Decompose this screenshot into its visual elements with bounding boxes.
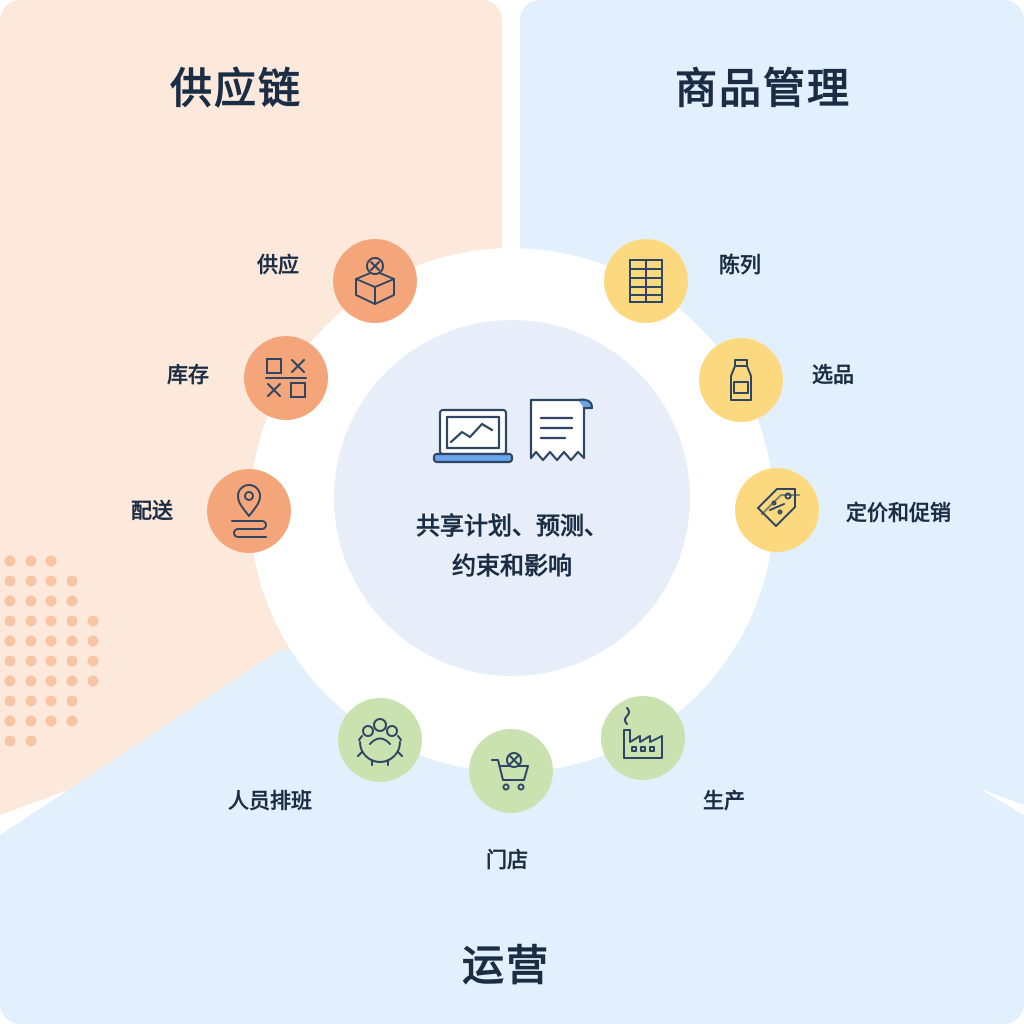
dot-pattern (4, 555, 99, 747)
pattern-dot (45, 595, 57, 607)
pattern-dot (25, 715, 37, 727)
section-title-operations: 运营 (462, 941, 551, 990)
pattern-dot (66, 695, 78, 707)
factory-icon (623, 707, 663, 759)
pattern-dot (4, 555, 16, 567)
pattern-dot (25, 735, 37, 747)
node-supply[interactable] (333, 239, 417, 323)
pattern-dot (45, 715, 57, 727)
pattern-dot (87, 655, 99, 667)
center-circle (334, 320, 690, 676)
pattern-dot (66, 615, 78, 627)
label-production: 生产 (703, 789, 745, 813)
price-tag-icon (757, 488, 800, 527)
pattern-dot (66, 675, 78, 687)
operations-panel (0, 650, 1024, 1024)
cart-icon (491, 752, 529, 791)
center-text-line2: 约束和影响 (452, 552, 572, 580)
pattern-dot (25, 655, 37, 667)
section-title-supply-chain: 供应链 (170, 64, 303, 113)
receipt-icon (529, 398, 594, 462)
pattern-dot (66, 575, 78, 587)
pattern-dot (87, 635, 99, 647)
node-assortment[interactable] (699, 338, 783, 422)
pattern-dot (4, 675, 16, 687)
node-delivery[interactable] (207, 469, 291, 553)
pattern-dot (4, 575, 16, 587)
inventory-grid-icon (265, 358, 307, 398)
center-text-line1: 共享计划、预测、 (416, 512, 608, 540)
pattern-dot (45, 575, 57, 587)
label-store: 门店 (486, 848, 528, 872)
pattern-dot (87, 615, 99, 627)
pattern-dot (4, 695, 16, 707)
pattern-dot (66, 715, 78, 727)
node-production[interactable] (601, 696, 685, 780)
pattern-dot (45, 615, 57, 627)
pattern-dot (4, 655, 16, 667)
label-delivery: 配送 (131, 499, 173, 523)
pattern-dot (45, 675, 57, 687)
bottle-icon (730, 359, 752, 401)
pattern-dot (25, 695, 37, 707)
node-store[interactable] (469, 729, 553, 813)
pattern-dot (25, 635, 37, 647)
team-gear-icon (357, 718, 403, 766)
pattern-dot (45, 555, 57, 567)
pattern-dot (4, 735, 16, 747)
pattern-dot (25, 615, 37, 627)
pattern-dot (25, 675, 37, 687)
location-route-icon (231, 484, 267, 538)
node-pricing[interactable] (735, 468, 819, 552)
pattern-dot (66, 595, 78, 607)
node-inventory[interactable] (244, 336, 328, 420)
node-display[interactable] (604, 239, 688, 323)
pattern-dot (4, 615, 16, 627)
pattern-dot (45, 695, 57, 707)
pattern-dot (4, 595, 16, 607)
pattern-dot (4, 635, 16, 647)
pattern-dot (66, 635, 78, 647)
label-display: 陈列 (719, 253, 761, 277)
pattern-dot (45, 635, 57, 647)
section-title-product-management: 商品管理 (675, 64, 852, 113)
pattern-dot (4, 715, 16, 727)
box-icon (355, 257, 395, 305)
shelf-icon (629, 259, 663, 303)
pattern-dot (45, 655, 57, 667)
pattern-dot (66, 655, 78, 667)
label-pricing: 定价和促销 (846, 501, 951, 525)
pattern-dot (87, 675, 99, 687)
label-staffing: 人员排班 (228, 789, 312, 813)
pattern-dot (25, 555, 37, 567)
node-staffing[interactable] (338, 698, 422, 782)
laptop-chart-icon (432, 408, 514, 464)
pattern-dot (25, 595, 37, 607)
label-inventory: 库存 (167, 363, 209, 387)
label-assortment: 选品 (812, 363, 854, 387)
pattern-dot (25, 575, 37, 587)
label-supply: 供应 (257, 253, 299, 277)
